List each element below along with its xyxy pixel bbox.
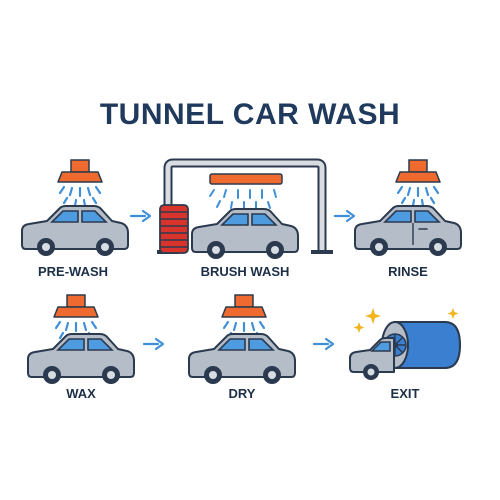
page-title: TUNNEL CAR WASH [99,98,401,131]
car-icon [188,333,296,385]
step-label-dry: DRY [228,386,256,401]
arrow-right-icon [129,209,152,223]
car-icon [349,337,395,380]
step-rinse [354,158,462,257]
car-icon [21,205,129,257]
car-icon [27,333,135,385]
step-dry [188,293,296,385]
step-label-rinse: RINSE [388,264,428,279]
spray-bar-icon [209,173,283,210]
sparkle-icon [353,308,459,333]
car-icon [354,205,462,257]
spray-nozzle-icon [394,158,442,208]
brush-roller-icon [159,204,189,254]
car-icon [191,208,299,260]
arrow-right-icon [333,209,356,223]
arrow-right-icon [142,337,165,351]
step-label-brush-wash: BRUSH WASH [200,264,290,279]
step-label-pre-wash: PRE-WASH [37,264,109,279]
spray-nozzle-icon [56,158,104,208]
step-wax [27,293,135,385]
arrow-right-icon [312,337,335,351]
step-label-wax: WAX [66,386,96,401]
step-brush-wash [157,158,333,260]
step-label-exit: EXIT [390,386,420,401]
step-pre-wash [21,158,129,257]
step-exit [349,308,462,380]
